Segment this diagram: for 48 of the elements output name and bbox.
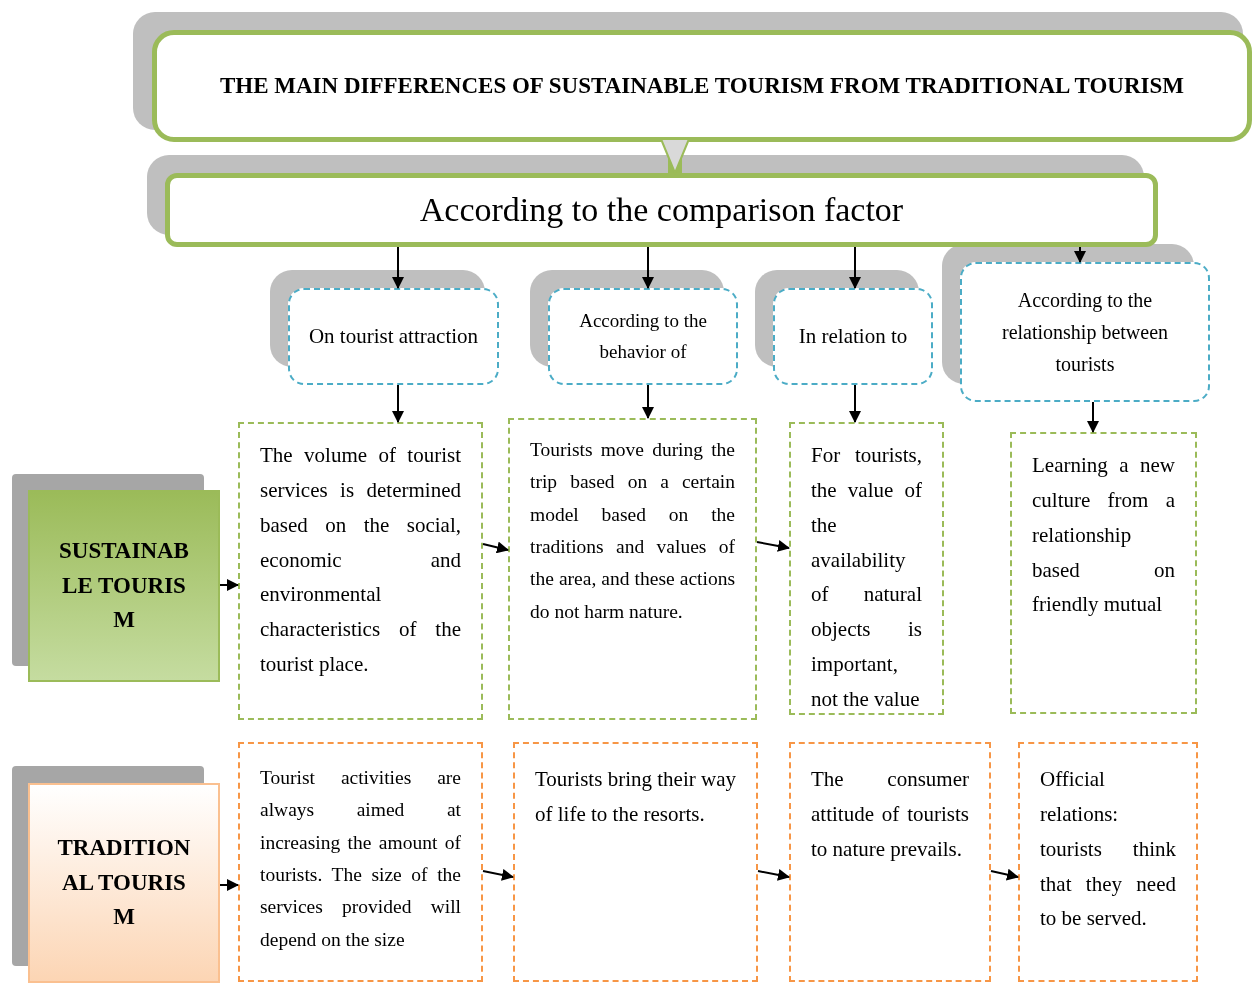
arrow xyxy=(757,869,790,881)
box-text: Tourist activities are always aimed at increasing the amount of tourists. The size of the services provided will depend on the size xyxy=(260,766,461,952)
box-text: The consumer attitude of tourists to nature prevails. xyxy=(811,766,969,863)
box-text: According to the behavior of xyxy=(578,309,708,364)
box-text: TRADITIONAL TOURISM xyxy=(56,834,192,932)
arrow xyxy=(849,384,861,423)
arrow xyxy=(219,879,239,891)
box-text: Tourists bring their way of life to the resorts. xyxy=(535,766,736,828)
category-box xyxy=(28,490,220,682)
criterion-box xyxy=(548,288,738,385)
arrow xyxy=(482,541,509,554)
description-box xyxy=(789,422,944,715)
box-text: For tourists, the value of the availability of natural objects is important, not the value xyxy=(811,442,922,713)
box-text: On tourist attraction xyxy=(307,322,480,350)
arrow xyxy=(756,540,790,552)
description-box xyxy=(513,742,758,982)
criterion-box xyxy=(288,288,499,385)
description-box xyxy=(1010,432,1197,714)
title-box xyxy=(152,30,1252,142)
box-text: According to the relationship between tourists xyxy=(1000,288,1170,377)
arrow xyxy=(392,384,404,423)
description-box xyxy=(1018,742,1198,982)
arrow xyxy=(1087,401,1099,433)
category-box xyxy=(28,783,220,983)
criterion-box xyxy=(960,262,1210,402)
arrow xyxy=(392,246,404,289)
arrow xyxy=(482,868,514,881)
box-text: SUSTAINABLE TOURISM xyxy=(58,537,190,635)
arrow xyxy=(219,579,239,591)
box-text: The volume of tourist services is determined based on the social, economic and environmental characteristics of the tourist place. xyxy=(260,442,461,679)
description-box xyxy=(238,422,483,720)
block-arrow xyxy=(660,138,690,174)
box-text: In relation to xyxy=(797,322,909,350)
box-text: Learning a new culture from a relationship based on friendly mutual xyxy=(1032,452,1175,619)
arrow xyxy=(990,868,1019,881)
box-text: Tourists move during the trip based on a certain model based on the traditions and values of the area, and these actions do not harm nature. xyxy=(530,438,735,624)
description-box xyxy=(508,418,757,720)
description-box xyxy=(238,742,483,982)
box-text: THE MAIN DIFFERENCES OF SUSTAINABLE TOURISM FROM TRADITIONAL TOURISM xyxy=(218,73,1185,99)
description-box xyxy=(789,742,991,982)
arrow xyxy=(642,384,654,419)
factor-box xyxy=(165,173,1158,247)
arrow xyxy=(642,246,654,289)
criterion-box xyxy=(773,288,933,385)
box-text: Official relations: tourists think that they need to be served. xyxy=(1040,766,1176,933)
arrow xyxy=(849,246,861,289)
box-text: According to the comparison factor xyxy=(418,191,905,229)
arrow xyxy=(1074,246,1086,263)
